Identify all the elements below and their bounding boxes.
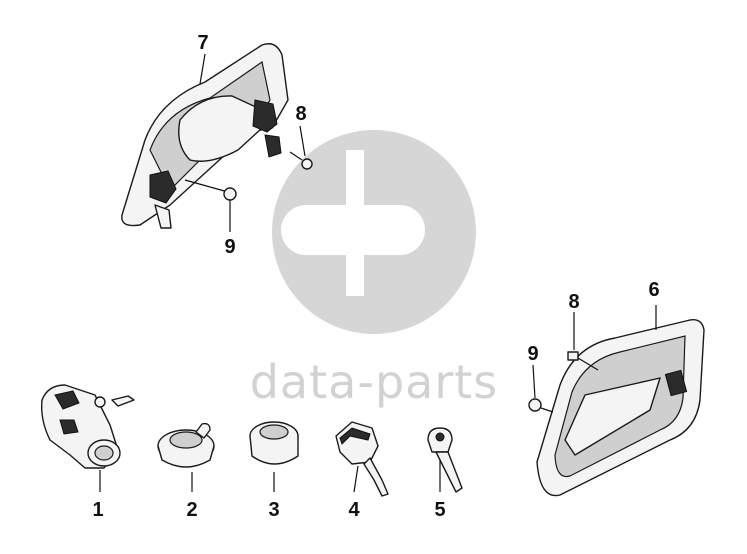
part-1-lock-cylinder: [40, 384, 135, 492]
callout-9-right: 9: [527, 343, 538, 365]
callout-8-top: 8: [295, 103, 306, 125]
callout-8-right: 8: [568, 291, 579, 313]
watermark-logo: data-parts: [250, 130, 499, 409]
part-5-key: [427, 427, 463, 493]
callout-5: 5: [434, 499, 445, 521]
part-4-key: [335, 421, 389, 497]
part-7-interior-handle-assembly: [121, 43, 303, 232]
callout-2: 2: [186, 499, 197, 521]
callout-9-top: 9: [224, 236, 235, 258]
nut-9-top: [223, 187, 237, 201]
watermark-text: data-parts: [250, 355, 499, 409]
callout-4: 4: [348, 499, 360, 521]
screw-8-top: [299, 125, 313, 170]
part-6-exterior-handle: [536, 305, 705, 497]
callout-6: 6: [648, 279, 659, 301]
nut-9-right: [528, 364, 554, 413]
part-2-locking-cap: [157, 422, 215, 492]
callout-7: 7: [197, 32, 208, 54]
screw-8-right: [567, 312, 599, 371]
callout-3: 3: [268, 499, 279, 521]
part-3-cap: [249, 421, 299, 492]
callout-1: 1: [92, 499, 103, 521]
